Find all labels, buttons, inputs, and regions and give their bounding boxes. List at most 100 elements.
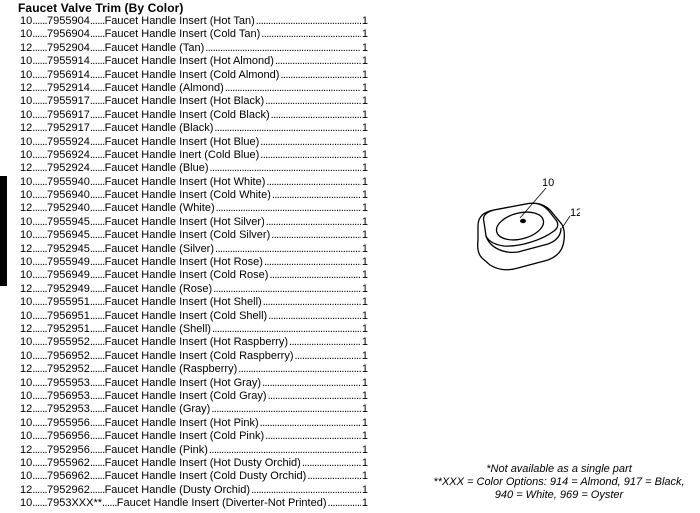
leader-dots: ......: [102, 497, 117, 510]
part-description: Faucet Handle (Blue): [104, 162, 209, 175]
ref-number: 12: [20, 363, 33, 376]
quantity: 1: [361, 430, 368, 443]
leader-dots: ......: [32, 189, 47, 202]
parts-row: 10......7955952......Faucet Handle Inser…: [20, 336, 368, 349]
leader-dots: ........................................…: [265, 215, 361, 228]
parts-row: 10......7956940......Faucet Handle Inser…: [20, 189, 368, 202]
part-number: 7955952: [47, 336, 90, 349]
leader-dots: ......: [89, 28, 105, 41]
ref-number: 12: [20, 322, 33, 335]
quantity: 1: [361, 403, 368, 416]
leader-dots: ......: [89, 296, 105, 309]
leader-dots: ........................................…: [262, 296, 361, 309]
leader-dots: ........................................…: [301, 456, 361, 469]
leader-dots: ......: [89, 189, 105, 202]
ref-number: 12: [20, 282, 33, 295]
leader-dots: ......: [89, 162, 105, 175]
leader-dots: ......: [32, 430, 47, 443]
leader-dots: ......: [32, 68, 47, 81]
ref-number: 10: [20, 229, 33, 242]
ref-number: 12: [20, 202, 33, 215]
quantity: 1: [361, 416, 368, 429]
part-description: Faucet Handle (Dusty Orchid): [104, 483, 251, 496]
leader-dots: ........................................…: [268, 309, 361, 322]
quantity: 1: [361, 282, 368, 295]
leader-dots: ........................................…: [307, 470, 361, 483]
parts-row: 12......7952945......Faucet Handle (Silv…: [20, 243, 368, 256]
leader-dots: ......: [89, 242, 105, 255]
leader-dots: ......: [89, 256, 105, 269]
leader-dots: ........................................…: [209, 162, 361, 175]
leader-dots: ......: [32, 389, 47, 402]
leader-dots: ......: [32, 229, 47, 242]
ref-number: 10: [20, 309, 33, 322]
leader-dots: ........................................…: [238, 363, 361, 376]
ref-number: 10: [20, 456, 33, 469]
leader-dots: ......: [32, 202, 47, 215]
leader-dots: ........................................…: [251, 483, 361, 496]
ref-number: 10: [20, 497, 33, 510]
ref-number: 12: [20, 81, 33, 94]
parts-row: 12......7952924......Faucet Handle (Blue…: [20, 162, 368, 175]
part-number: 7955951: [47, 296, 90, 309]
leader-dots: ......: [89, 15, 105, 27]
parts-row: 10......7955956......Faucet Handle Inser…: [20, 417, 368, 430]
parts-row: 12......7952951......Faucet Handle (Shel…: [20, 323, 368, 336]
part-number: 7955956: [47, 416, 90, 429]
part-description: Faucet Handle Insert (Cold Dusty Orchid): [104, 470, 307, 483]
leader-dots: ........................................…: [327, 497, 361, 510]
part-description: Faucet Handle Insert (Hot Pink): [104, 416, 259, 429]
parts-row: 12......7952914......Faucet Handle (Almo…: [20, 82, 368, 95]
leader-lines: [519, 187, 571, 229]
part-description: Faucet Handle Insert (Cold Raspberry): [104, 349, 294, 362]
leader-dots: ........................................…: [271, 189, 361, 202]
part-description: Faucet Handle Insert (Cold White): [104, 189, 271, 202]
part-number: 7952945: [47, 242, 90, 255]
quantity: 1: [361, 175, 368, 188]
part-description: Faucet Handle (Almond): [104, 81, 224, 94]
ref-number: 10: [20, 108, 33, 121]
ref-number: 10: [20, 349, 33, 362]
part-number: 7955914: [47, 55, 90, 68]
ref-number: 10: [20, 135, 33, 148]
leader-dots: ........................................…: [260, 148, 361, 161]
leader-dots: ......: [89, 148, 105, 161]
leader-dots: ......: [32, 282, 47, 295]
leader-dots: ......: [89, 376, 105, 389]
leader-dots: ......: [89, 443, 105, 456]
part-description: Faucet Handle (White): [104, 202, 215, 215]
leader-dots: ........................................…: [289, 336, 361, 349]
part-number: 7952904: [47, 41, 90, 54]
parts-row: 10......7955917......Faucet Handle Inser…: [20, 95, 368, 108]
leader-dots: ........................................…: [215, 242, 361, 255]
leader-dots: ......: [32, 470, 47, 483]
leader-dots: ......: [32, 403, 47, 416]
part-number: 7956953: [47, 389, 90, 402]
quantity: 1: [361, 189, 368, 202]
callout-insert-label: 10: [542, 177, 554, 189]
leader-dots: ........................................…: [259, 416, 361, 429]
parts-row: 10......7955949......Faucet Handle Inser…: [20, 256, 368, 269]
parts-row: 10......7955904......Faucet Handle Inser…: [20, 15, 368, 28]
part-number: 7952951: [47, 322, 90, 335]
part-number: 7956914: [47, 68, 90, 81]
leader-dots: ......: [32, 108, 47, 121]
quantity: 1: [361, 309, 368, 322]
part-number: 7955962: [47, 456, 90, 469]
part-number: 7955917: [47, 95, 90, 108]
parts-row: 12......7952949......Faucet Handle (Rose…: [20, 283, 368, 296]
parts-row: 10......7956951......Faucet Handle Inser…: [20, 310, 368, 323]
ref-number: 12: [20, 122, 33, 135]
ref-number: 12: [20, 443, 33, 456]
leader-dots: ........................................…: [208, 443, 361, 456]
part-description: Faucet Handle (Shell): [104, 322, 211, 335]
part-description: Faucet Handle Insert (Cold Black): [104, 108, 270, 121]
quantity: 1: [361, 483, 368, 496]
side-tab-marker: [0, 176, 7, 286]
parts-row: 12......7952917......Faucet Handle (Blac…: [20, 122, 368, 135]
part-number: 7956924: [47, 148, 90, 161]
ref-number: 10: [20, 148, 33, 161]
leader-dots: ........................................…: [261, 28, 361, 41]
part-number: 7955904: [47, 15, 90, 27]
leader-dots: ......: [89, 108, 105, 121]
